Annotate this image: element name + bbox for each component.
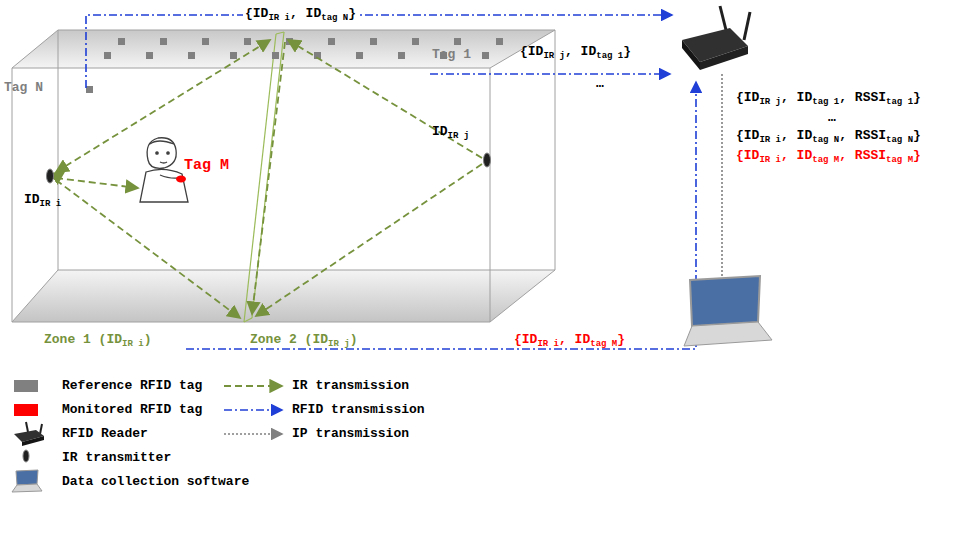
legend-text: IP transmission xyxy=(292,426,409,442)
label: Tag N xyxy=(4,80,43,96)
ir-transmitter xyxy=(484,153,491,167)
reference-tag xyxy=(454,38,461,45)
legend-text: Data collection software xyxy=(62,474,249,490)
reference-tag xyxy=(188,52,195,59)
label: {IDIR i, IDtag N, RSSItag N} xyxy=(736,128,921,144)
legend-ir-line xyxy=(224,385,282,387)
rfid-links xyxy=(86,15,696,349)
reference-tag xyxy=(118,38,125,45)
legend-rfid-line xyxy=(224,409,282,411)
legend-ir-icon xyxy=(23,450,29,462)
reference-tag xyxy=(272,52,279,59)
legend-ip-line xyxy=(224,433,282,435)
reference-tag xyxy=(104,52,111,59)
legend-swatch xyxy=(14,404,38,416)
label: {IDIR i, IDtag M, RSSItag M} xyxy=(736,148,921,164)
label: {IDIR i, IDtag M} xyxy=(512,332,627,348)
label: Tag 1 xyxy=(432,47,471,63)
reference-tag xyxy=(496,38,503,45)
ir-beams xyxy=(56,40,482,318)
legend-text: IR transmission xyxy=(292,378,409,394)
reference-tag xyxy=(160,38,167,45)
reference-tag xyxy=(230,52,237,59)
reference-tag xyxy=(202,38,209,45)
reference-tag xyxy=(146,52,153,59)
label: … xyxy=(828,110,836,126)
reference-tag xyxy=(398,52,405,59)
laptop xyxy=(684,276,772,346)
legend-text: Monitored RFID tag xyxy=(62,402,202,418)
zone-plane xyxy=(244,32,284,322)
rfid-reader xyxy=(682,6,750,70)
label: {IDIR j, IDtag 1} xyxy=(520,44,631,60)
reference-tags xyxy=(86,38,503,93)
legend-laptop-icon xyxy=(12,470,42,492)
label: IDIR j xyxy=(432,124,469,140)
legend-text: RFID Reader xyxy=(62,426,148,442)
floor xyxy=(12,270,555,322)
monitored-tag xyxy=(176,176,186,183)
reference-tag xyxy=(482,52,489,59)
label: Zone 1 (IDIR i) xyxy=(44,332,151,348)
legend-text: RFID transmission xyxy=(292,402,425,418)
reference-tag xyxy=(412,38,419,45)
label: {IDIR i, IDtag N} xyxy=(243,6,358,22)
reference-tag xyxy=(328,38,335,45)
ir-transmitter xyxy=(47,169,54,183)
label: … xyxy=(596,76,604,92)
reference-tag xyxy=(244,38,251,45)
legend-reader-icon xyxy=(14,422,44,446)
legend-text: IR transmitter xyxy=(62,450,171,466)
legend-text: Reference RFID tag xyxy=(62,378,202,394)
legend-swatch xyxy=(14,380,38,392)
person xyxy=(140,138,188,202)
label: Zone 2 (IDIR j) xyxy=(250,332,357,348)
reference-tag xyxy=(370,38,377,45)
label: Tag M xyxy=(184,158,229,174)
label: IDIR i xyxy=(24,192,61,208)
reference-tag xyxy=(356,52,363,59)
reference-tag xyxy=(86,86,93,93)
label: {IDIR j, IDtag 1, RSSItag 1} xyxy=(736,90,921,106)
